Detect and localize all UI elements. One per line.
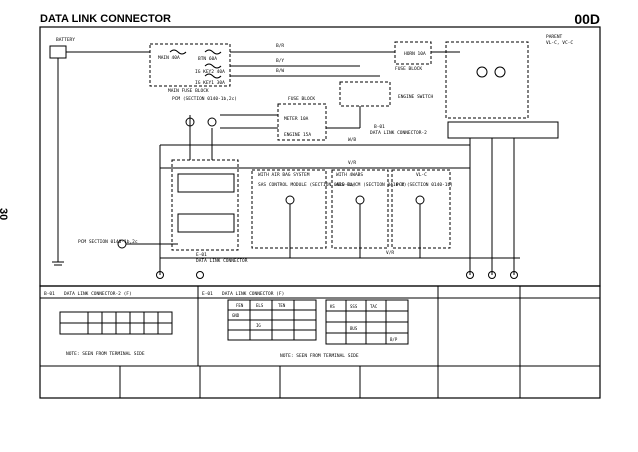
dlc2-code: B-01 bbox=[374, 124, 385, 130]
vlc-module bbox=[445, 41, 529, 119]
fuse-block-r-label: FUSE BLOCK bbox=[395, 66, 422, 72]
battery-symbol bbox=[49, 45, 67, 59]
ig-key1-label: IG KEY1 30A bbox=[195, 80, 225, 86]
air-bag-label: WITH AIR BAG SYSTEM bbox=[258, 172, 310, 178]
panel2-note: NOTE: SEEN FROM TERMINAL SIDE bbox=[280, 353, 359, 359]
sas-label: SAS CONTROL MODULE (SECTION 0810-1a) bbox=[258, 182, 356, 188]
dlc-label: DATA LINK CONNECTOR bbox=[196, 258, 248, 264]
battery-label: BATTERY bbox=[56, 37, 75, 43]
engine-switch bbox=[339, 81, 391, 107]
pcm-box-label: PCM (SECTION 0140-1b) bbox=[396, 182, 453, 188]
dlc-code: E-01 bbox=[196, 252, 207, 258]
pin-gnd: GND bbox=[232, 313, 240, 318]
pin-els: ELS bbox=[256, 303, 264, 308]
pin-tac: TAC bbox=[370, 304, 378, 309]
pcm-section-label: PCM SECTION 0140-1b,2c bbox=[78, 239, 138, 245]
pin-fen: FEN bbox=[236, 303, 244, 308]
pin-sss: SSS bbox=[350, 304, 358, 309]
main-fuse-block bbox=[149, 43, 231, 87]
pin-ks: KS bbox=[330, 304, 335, 309]
page-code: 00D bbox=[574, 11, 600, 27]
dlc2-connector bbox=[447, 121, 559, 139]
air-bag-box bbox=[251, 169, 327, 249]
ig-key2-label: IG KEY2 40A bbox=[195, 69, 225, 75]
with-4wabs-label: WITH 4WABS bbox=[336, 172, 363, 178]
main-fuse-symbol bbox=[169, 49, 187, 55]
horn-10a-label: HORN 10A bbox=[404, 51, 426, 57]
panel1-note: NOTE: SEEN FROM TERMINAL SIDE bbox=[66, 351, 145, 357]
fuse-block-label: FUSE BLOCK bbox=[288, 96, 315, 102]
pin-ten: TEN bbox=[278, 303, 286, 308]
main-40a-label: MAIN 40A bbox=[158, 55, 180, 61]
legend-version: VL-C, VC-C bbox=[546, 40, 573, 46]
panel2-code: E-01 bbox=[202, 291, 213, 297]
abs-label: ABS HU/CM (SECTION 0410-1) bbox=[336, 182, 406, 188]
fuse-block bbox=[277, 103, 327, 141]
panel2-title: DATA LINK CONNECTOR (F) bbox=[222, 291, 284, 297]
wire-br-1: B/R bbox=[276, 43, 284, 49]
pin-ig: IG bbox=[256, 323, 261, 328]
main-fuse-block-label: MAIN FUSE BLOCK bbox=[168, 88, 209, 94]
meter-10a-label: METER 10A bbox=[284, 116, 309, 122]
connector-frame bbox=[39, 285, 601, 399]
page-title: DATA LINK CONNECTOR bbox=[40, 13, 171, 25]
wire-by-1: B/Y bbox=[276, 58, 284, 64]
pcm-ref-label: PCM (SECTION 0140-1b,2c) bbox=[172, 96, 237, 102]
data-link-connector bbox=[171, 159, 239, 251]
wire-wb: W/B bbox=[348, 137, 356, 143]
wire-vr-2: V/R bbox=[386, 250, 394, 256]
panel1-title: DATA LINK CONNECTOR-2 (F) bbox=[64, 291, 132, 297]
pcm-box bbox=[391, 169, 451, 249]
pin-bp: B/P bbox=[390, 337, 398, 342]
engine-15a-label: ENGINE 15A bbox=[284, 132, 311, 138]
dlc2-label: DATA LINK CONNECTOR-2 bbox=[370, 130, 427, 136]
legend-parent: PARENT bbox=[546, 34, 563, 40]
wire-vr: V/R bbox=[348, 160, 356, 166]
pin-bus: BUS bbox=[350, 326, 358, 331]
panel1-code: B-01 bbox=[44, 291, 55, 297]
engine-switch-label: ENGINE SWITCH bbox=[398, 94, 434, 100]
vlc-label: VL-C bbox=[416, 172, 427, 178]
horn-fuse-block bbox=[394, 41, 432, 65]
btn-60a-label: BTN 60A bbox=[198, 56, 217, 62]
wire-bw-1: B/W bbox=[276, 68, 284, 74]
